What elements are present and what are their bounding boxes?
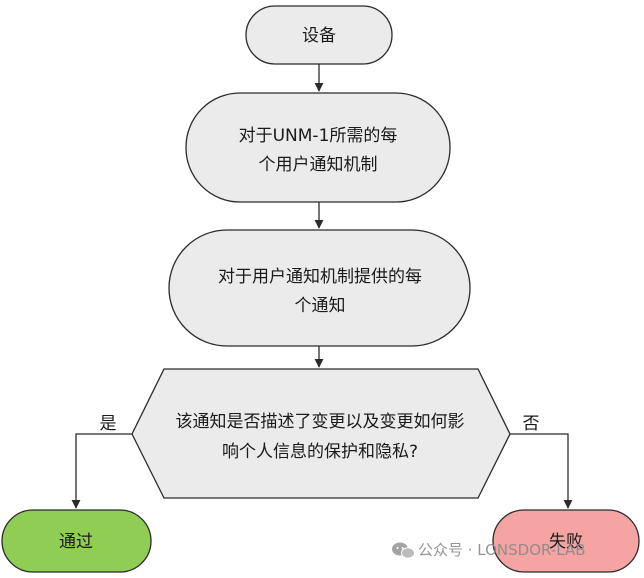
wechat-icon: [392, 542, 415, 559]
edge-decision-to-fail: [510, 433, 573, 509]
node-each-notification: 对于用户通知机制提供的每 个通知: [168, 229, 471, 347]
node-device-text: 设备: [302, 26, 336, 46]
watermark: 公众号 · LONSDOR-LAB: [392, 541, 586, 559]
node-fail: 失败: [492, 509, 640, 573]
node-each-mechanism: 对于UNM-1所需的每 个用户通知机制: [185, 92, 451, 203]
node-pass-text: 通过: [59, 532, 93, 552]
node-decision-line-2: 响个人信息的保护和隐私?: [222, 442, 418, 462]
node-decision-line-1: 该通知是否描述了变更以及变更如何影: [176, 412, 465, 432]
node-each-notification-line-1: 对于用户通知机制提供的每: [218, 267, 422, 287]
node-fail-text: 失败: [549, 532, 583, 552]
node-decision: 该通知是否描述了变更以及变更如何影 响个人信息的保护和隐私?: [131, 368, 511, 499]
edge-label-no: 否: [523, 414, 540, 434]
node-each-notification-line-2: 个通知: [295, 296, 346, 316]
edge-label-yes: 是: [100, 414, 117, 434]
node-pass: 通过: [1, 509, 152, 573]
watermark-text: 公众号 · LONSDOR-LAB: [418, 541, 586, 559]
node-each-mechanism-line-2: 个用户通知机制: [259, 155, 378, 175]
node-device: 设备: [245, 5, 393, 65]
node-each-mechanism-line-1: 对于UNM-1所需的每: [239, 126, 398, 146]
edge-decision-to-pass: [71, 433, 132, 509]
